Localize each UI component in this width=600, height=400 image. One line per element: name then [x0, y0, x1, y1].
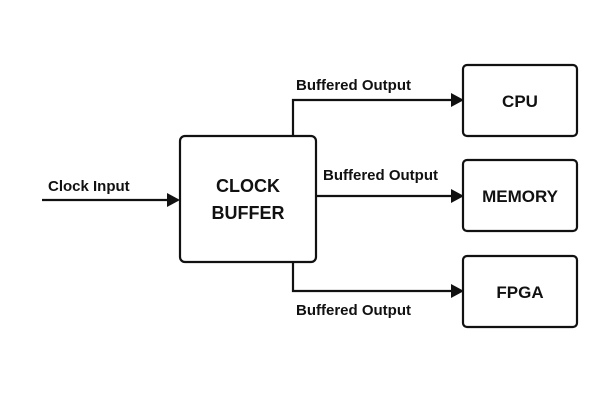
- memory-block: [461, 158, 579, 233]
- clock-input-label: Clock Input: [48, 178, 130, 195]
- fpga-output-wire: [291, 262, 452, 293]
- memory-output-label: Buffered Output: [323, 167, 438, 184]
- cpu-output-label: Buffered Output: [296, 77, 411, 94]
- cpu-output-wire: [291, 98, 452, 136]
- memory-label: MEMORY: [482, 187, 559, 206]
- clock-input-arrowhead: [167, 193, 180, 207]
- clock-buffer-label-line2: BUFFER: [212, 203, 285, 223]
- fpga-label: FPGA: [496, 283, 543, 302]
- cpu-label: CPU: [502, 92, 538, 111]
- cpu-block: [461, 63, 579, 138]
- fpga-block: [461, 254, 579, 329]
- clock-buffer-block: [178, 134, 318, 264]
- cpu-output-arrowhead: [451, 93, 464, 107]
- memory-output-arrowhead: [451, 189, 464, 203]
- fpga-output-label: Buffered Output: [296, 302, 411, 319]
- fpga-output-arrowhead: [451, 284, 464, 298]
- clock-buffer-label-line1: CLOCK: [216, 176, 280, 196]
